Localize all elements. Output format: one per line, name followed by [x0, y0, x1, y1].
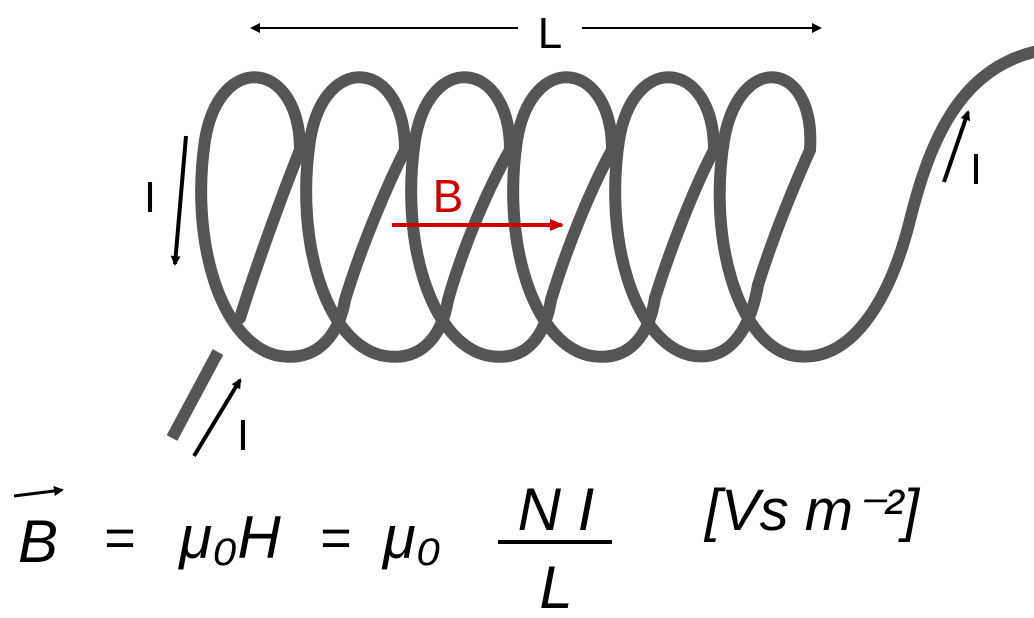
current-left-arrow: [170, 135, 188, 266]
current-right: I: [942, 110, 982, 194]
equation-denominator: L: [539, 554, 572, 618]
equation-vec-b: B: [18, 508, 58, 575]
coil-front-3: [442, 144, 516, 306]
coil-front-2: [339, 144, 411, 306]
coil-loop-2: [300, 71, 454, 363]
current-left-label: I: [144, 173, 156, 222]
coil-front-5: [649, 144, 720, 304]
equation-numerator: N I: [518, 476, 595, 543]
current-left: I: [144, 135, 188, 266]
solenoid-coil: [166, 46, 1034, 441]
equation: B = μ₀H = μ₀ N I L [Vs m⁻²]: [13, 476, 921, 618]
length-dimension: L: [250, 9, 822, 58]
field-label: B: [433, 170, 464, 222]
current-bottom-arrow: [192, 378, 242, 458]
equation-equals-2: =: [320, 508, 352, 568]
length-label: L: [538, 9, 562, 58]
field-indicator: B: [392, 170, 564, 231]
equation-equals-1: =: [104, 508, 136, 568]
vector-arrow-icon: [13, 486, 64, 498]
current-right-arrow: [942, 110, 971, 183]
equation-mu0-h: μ₀H: [177, 504, 281, 571]
coil-loop-4: [507, 71, 661, 363]
equation-mu0: μ₀: [381, 504, 441, 571]
coil-front-1: [234, 144, 306, 324]
current-bottom-label: I: [237, 411, 249, 460]
coil-loop-3: [405, 71, 557, 363]
coil-loop-6: [713, 46, 1034, 363]
current-bottom: I: [192, 378, 249, 460]
current-right-label: I: [970, 145, 982, 194]
coil-front-6: [752, 144, 816, 291]
lead-wire-in: [166, 349, 224, 441]
coil-loop-1: [195, 71, 351, 363]
coil-front-4: [545, 144, 618, 306]
equation-units: [Vs m⁻²]: [703, 478, 921, 543]
coil-loop-5: [609, 71, 764, 363]
